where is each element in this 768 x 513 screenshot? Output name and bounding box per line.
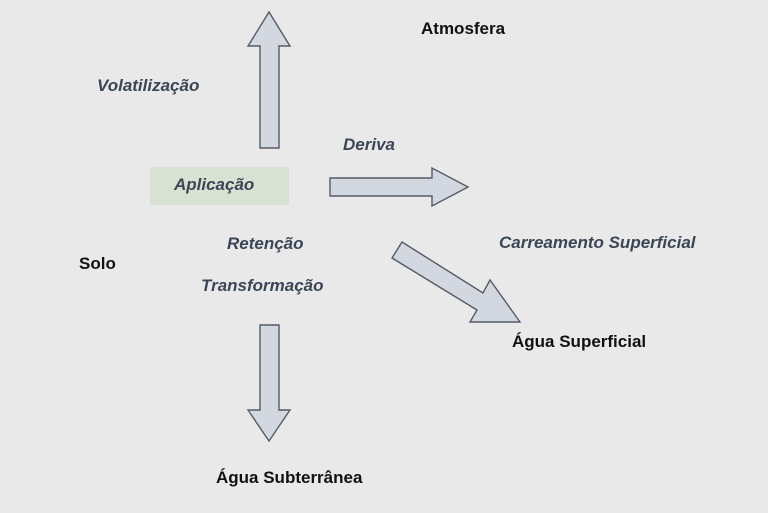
agua-subterranea-label: Água Subterrânea — [216, 468, 363, 487]
arrow-right-deriva — [329, 166, 470, 208]
transformacao-label: Transformação — [201, 276, 324, 295]
agua-superficial-label: Água Superficial — [512, 332, 647, 351]
solo-label: Solo — [79, 254, 116, 273]
retencao-label: Retenção — [227, 234, 304, 253]
aplicacao-label: Aplicação — [174, 175, 255, 194]
arrow-diagonal-carreamento — [391, 241, 522, 323]
arrow-down-lixiviacao — [246, 324, 292, 443]
aplicacao-box — [150, 167, 289, 205]
atmosfera-label: Atmosfera — [421, 19, 506, 38]
volatilizacao-label: Volatilização — [97, 76, 200, 95]
carreamento-label: Carreamento Superficial — [499, 233, 696, 252]
deriva-label: Deriva — [343, 135, 395, 154]
arrow-up-volatilizacao — [246, 10, 292, 149]
